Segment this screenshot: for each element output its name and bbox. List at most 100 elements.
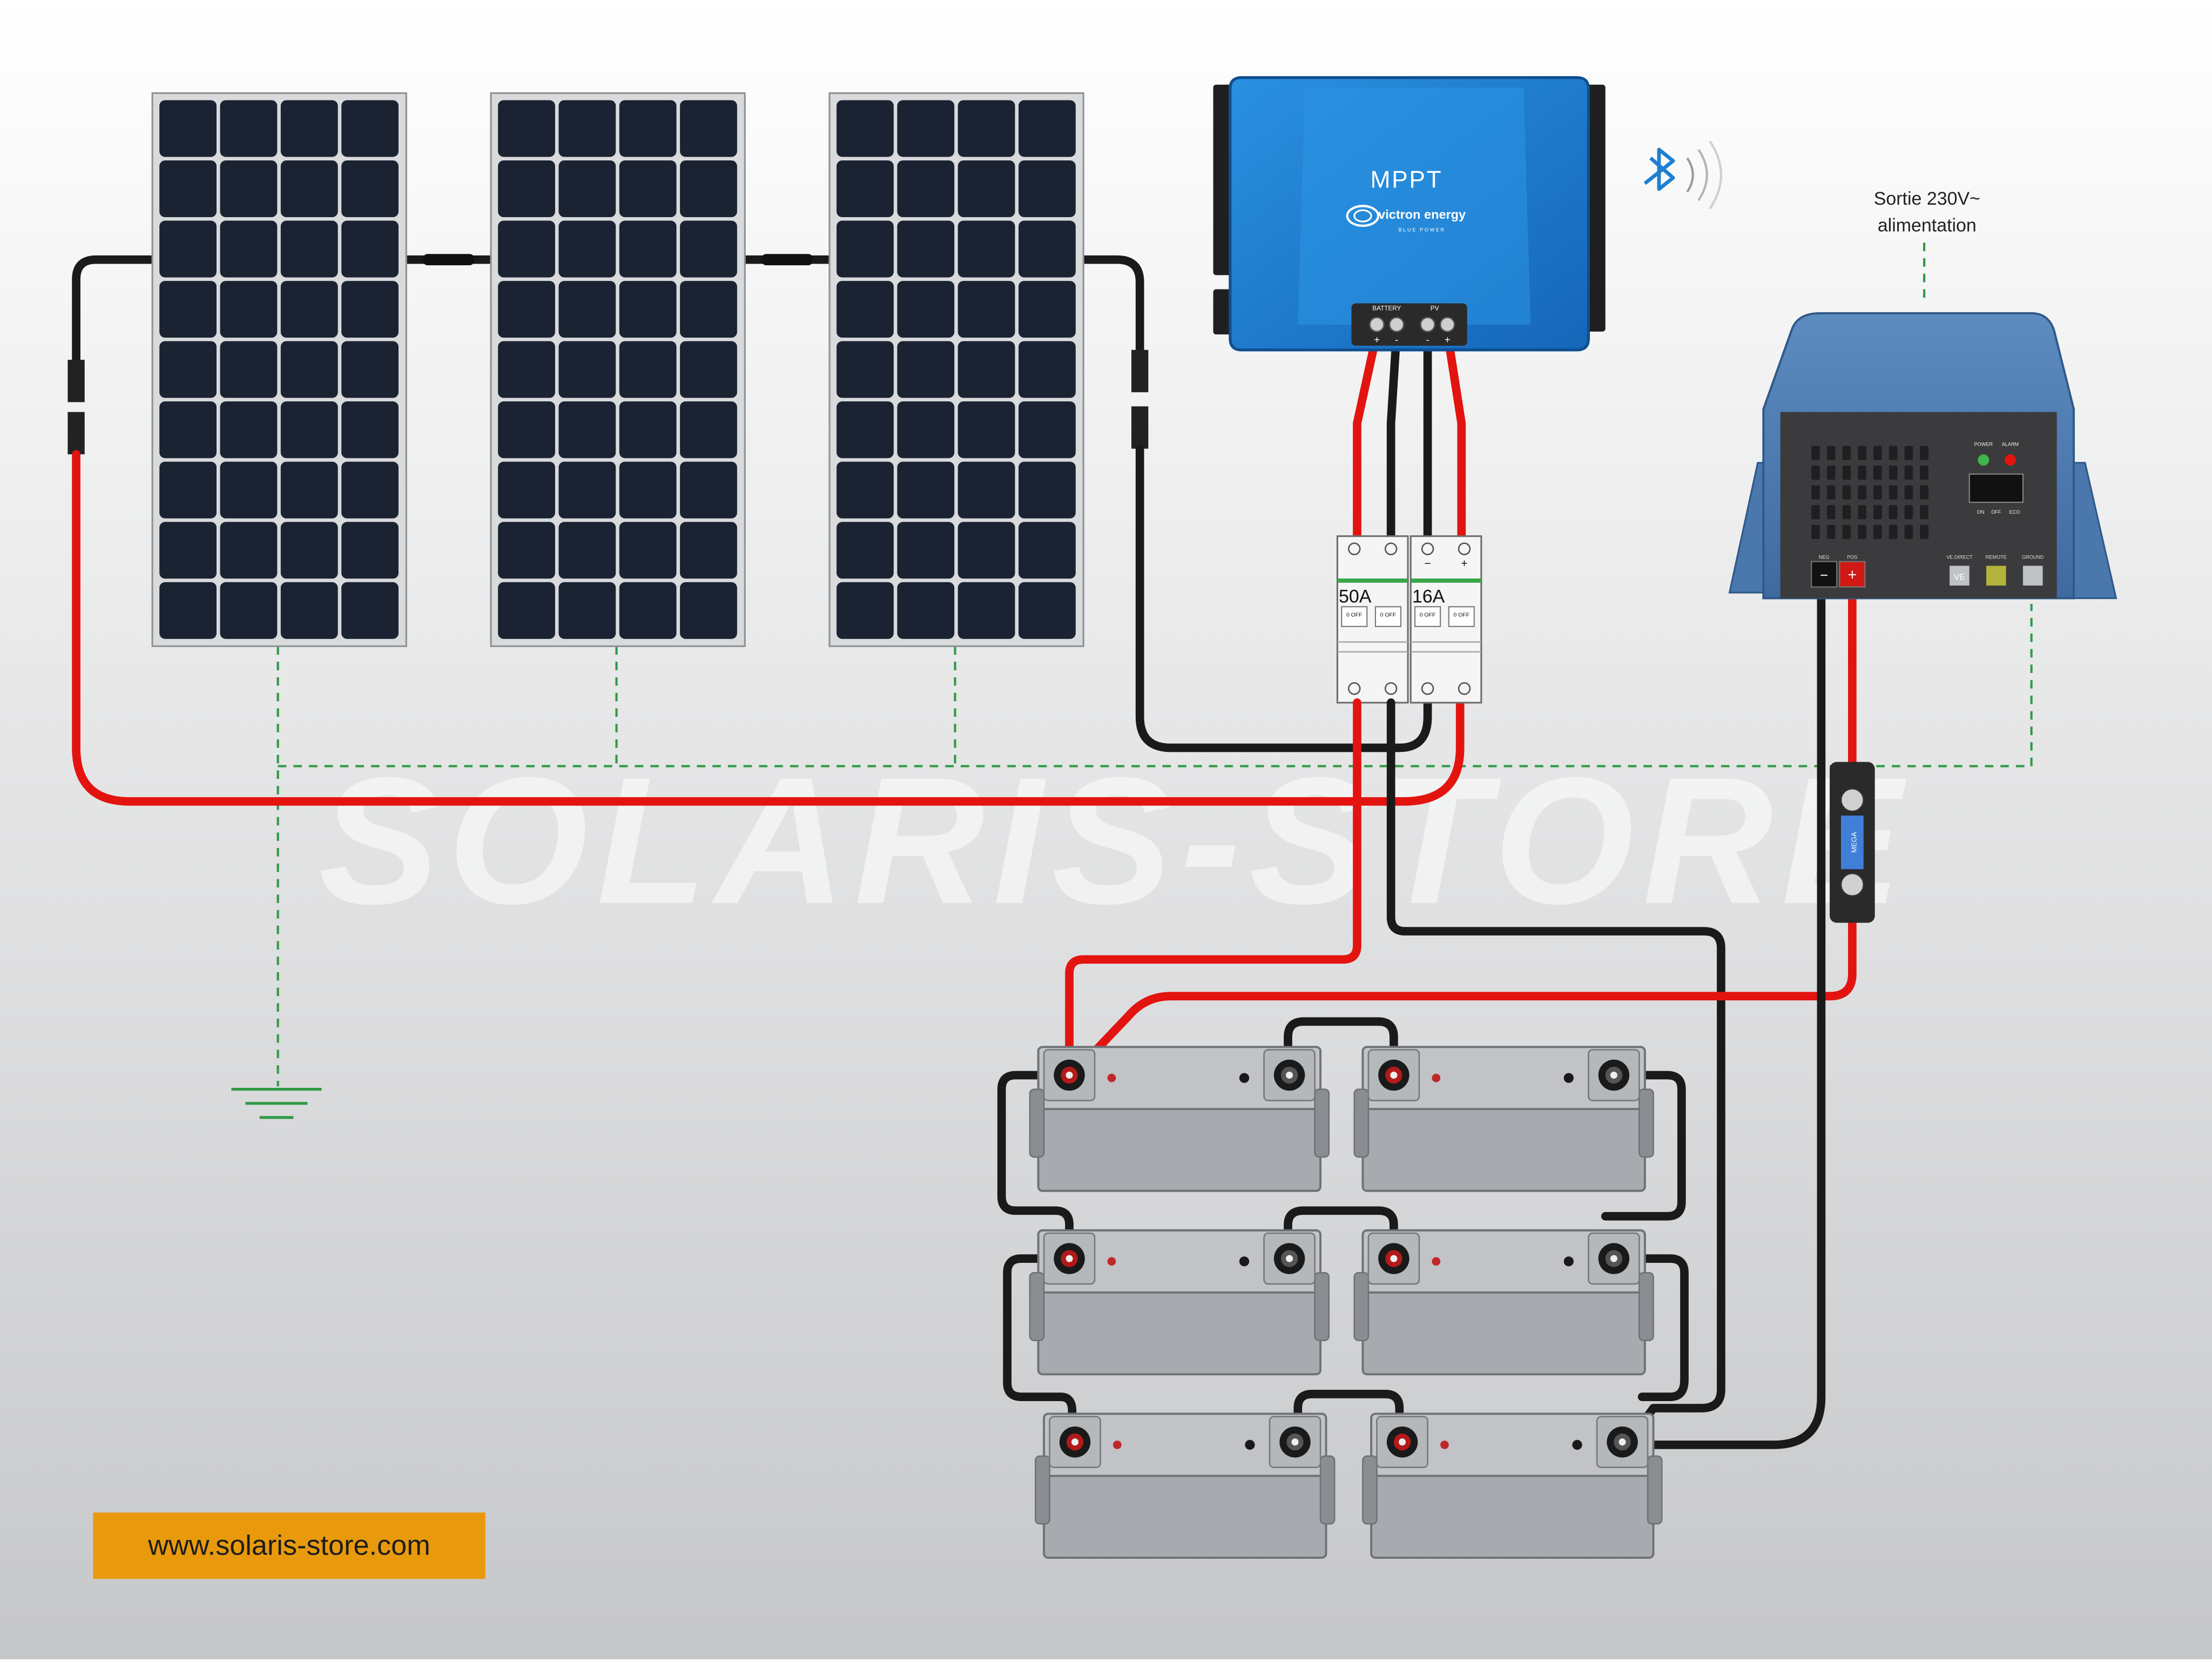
negative-marker-icon [1563, 1073, 1574, 1083]
panel-pos-lead [1079, 255, 1144, 354]
controller-title: MPPT [1371, 166, 1443, 193]
solar-cell [837, 582, 894, 639]
website-label[interactable]: www.solaris-store.com [93, 1512, 485, 1579]
solar-cell [1019, 100, 1076, 157]
breaker-off-label: 0 OFF [1346, 613, 1363, 618]
solar-cell [1019, 160, 1076, 218]
solar-cell [680, 582, 737, 639]
breaker-off-label: 0 OFF [1453, 613, 1469, 618]
solar-cell [341, 522, 399, 579]
negative-marker-icon [1239, 1073, 1250, 1083]
battery-wiring [997, 574, 1857, 1449]
solar-cell [957, 582, 1015, 639]
remote-port[interactable] [1986, 566, 2006, 586]
pos-terminal-label: POS [1847, 554, 1857, 560]
battery-neg-wire-top [1386, 328, 1401, 543]
vent-slot [1889, 485, 1898, 500]
breaker-pv: − + 16A 0 OFF 0 OFF [1410, 535, 1482, 704]
solar-cell [220, 220, 278, 278]
svg-text:+: + [1445, 334, 1451, 345]
solar-cell [159, 281, 217, 338]
ground-label: GROUND [2022, 554, 2044, 560]
solar-cell [220, 100, 278, 157]
solar-cell [619, 582, 677, 639]
solar-cell [619, 401, 677, 459]
solar-cell [957, 281, 1015, 338]
solar-cell [498, 461, 555, 519]
solar-cell [1019, 522, 1076, 579]
solar-cell [558, 401, 616, 459]
vent-slot [1920, 466, 1928, 480]
solar-cell [680, 461, 737, 519]
brand-name: victron energy [1378, 207, 1466, 221]
solar-cell [957, 220, 1015, 278]
negative-marker-icon [1239, 1256, 1250, 1267]
panel-neg-lead [72, 255, 157, 364]
breaker-battery: 50A 0 OFF 0 OFF [1336, 535, 1409, 704]
solar-cell [220, 160, 278, 218]
solar-cell [619, 522, 677, 579]
battery-handle [1029, 1088, 1045, 1158]
svg-text:-: - [1426, 334, 1429, 345]
solar-cell [220, 582, 278, 639]
jumper-wire [1284, 1206, 1398, 1263]
brand-tagline: BLUE POWER [1399, 227, 1446, 232]
jumper-wire [1611, 1254, 1689, 1401]
solar-cell [220, 522, 278, 579]
solar-cell [280, 341, 338, 398]
solar-cell [159, 100, 217, 157]
bluetooth-icon [1643, 140, 1723, 210]
solar-cell [498, 341, 555, 398]
svg-text:−: − [1424, 557, 1431, 570]
solar-cell [341, 100, 399, 157]
ve-direct-port[interactable] [1950, 566, 1970, 586]
jumper-wire [1293, 1390, 1404, 1446]
breaker-toggle [1341, 606, 1368, 627]
dc-neg-terminal [1811, 561, 1838, 588]
ground-symbol-icon [231, 1088, 322, 1119]
solar-cell [558, 582, 616, 639]
vent-slot [1889, 505, 1898, 520]
battery-handle [1319, 1455, 1336, 1525]
positive-marker-icon [1107, 1257, 1116, 1266]
vent-slot [1889, 466, 1898, 480]
solar-cell [837, 220, 894, 278]
solar-cell [341, 220, 399, 278]
vent-slot [1858, 524, 1866, 539]
dc-pos-terminal [1839, 561, 1866, 588]
solar-cell [897, 522, 955, 579]
battery [1353, 1229, 1654, 1376]
battery-handle [1353, 1088, 1370, 1158]
vent-slot [1904, 446, 1913, 460]
controller-wiring [1353, 328, 1466, 543]
solar-cell [957, 401, 1015, 459]
switch-eco-label: ECO [2009, 509, 2020, 515]
solar-cell [280, 522, 338, 579]
solar-cell [280, 582, 338, 639]
ground-wiring [231, 243, 2033, 1119]
controller-battery-neg-wire [1386, 698, 1725, 1444]
vent-slot [1842, 446, 1851, 460]
solar-cell [341, 582, 399, 639]
vent-slot [1873, 466, 1882, 480]
battery-bank [1029, 1046, 1663, 1559]
vent-slot [1811, 466, 1820, 480]
vent-slot [1858, 446, 1866, 460]
ground-port[interactable] [2022, 566, 2043, 586]
solar-cell [897, 582, 955, 639]
solar-cell [680, 220, 737, 278]
ve-direct-label: VE.DIRECT [1946, 554, 1973, 560]
solar-cell [341, 281, 399, 338]
controller-face [1298, 87, 1531, 325]
battery-handle [1647, 1455, 1663, 1525]
jumper-wire [1601, 1071, 1686, 1221]
solar-cell [558, 461, 616, 519]
solar-cell [897, 220, 955, 278]
solar-cell [159, 341, 217, 398]
fuse-label: MEGA [1850, 832, 1858, 853]
mode-switch[interactable] [1968, 473, 2024, 503]
terminal-block [1351, 303, 1467, 346]
solar-cell [1019, 582, 1076, 639]
